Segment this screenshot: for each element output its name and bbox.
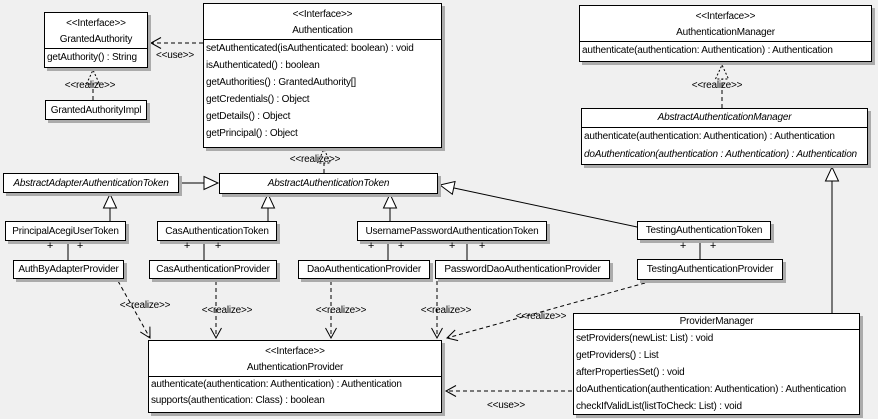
- class-name: AuthenticationManager: [676, 27, 775, 38]
- use-label: <<use>>: [155, 50, 195, 61]
- class-name: DaoAuthenticationProvider: [307, 264, 421, 275]
- class-name: UsernamePasswordAuthenticationToken: [365, 225, 539, 237]
- class-name: AbstractAuthenticationToken: [267, 178, 390, 189]
- class-box-authentication-manager: <<Interface>> AuthenticationManager auth…: [579, 5, 872, 62]
- class-name: AbstractAuthenticationManager: [657, 112, 792, 123]
- class-box-password-dao-authentication-provider: PasswordDaoAuthenticationProvider: [435, 260, 610, 279]
- method: authenticate(authentication: Authenticat…: [584, 131, 835, 142]
- association-end-plus: +: [46, 240, 54, 252]
- class-name: PasswordDaoAuthenticationProvider: [444, 264, 601, 275]
- class-box-abstract-authentication-manager: AbstractAuthenticationManager authentica…: [581, 108, 868, 165]
- method: supports(authentication: Class) : boolea…: [151, 395, 325, 406]
- association-end-plus: +: [397, 240, 405, 252]
- association-end-plus: +: [448, 240, 456, 252]
- class-name: GrantedAuthority: [59, 34, 133, 45]
- method: setProviders(newList: List) : void: [576, 333, 714, 344]
- class-name: TestingAuthenticationToken: [645, 225, 763, 236]
- method: setAuthenticated(isAuthenticated: boolea…: [206, 43, 414, 54]
- method: afterPropertiesSet() : void: [576, 367, 685, 378]
- association-end-plus: +: [709, 240, 717, 252]
- stereotype-label: <<Interface>>: [292, 9, 353, 20]
- class-box-abstract-adapter-authentication-token: AbstractAdapterAuthenticationToken: [3, 173, 179, 193]
- method: doAuthentication(authentication : Authen…: [584, 149, 857, 160]
- association-end-plus: +: [478, 240, 486, 252]
- method: getPrincipal() : Object: [206, 128, 298, 139]
- class-box-abstract-authentication-token: AbstractAuthenticationToken: [219, 173, 438, 194]
- method: authenticate(authentication: Authenticat…: [151, 379, 402, 390]
- class-name: CasAuthenticationToken: [165, 225, 269, 237]
- stereotype-label: <<Interface>>: [265, 346, 325, 357]
- class-name: CasAuthenticationProvider: [156, 264, 270, 275]
- method: authenticate(authentication: Authenticat…: [582, 45, 833, 56]
- association-end-plus: +: [183, 240, 191, 252]
- method: getDetails() : Object: [206, 111, 291, 122]
- realize-label: <<realize>>: [64, 80, 116, 91]
- class-box-testing-authentication-provider: TestingAuthenticationProvider: [637, 259, 783, 280]
- association-end-plus: +: [214, 240, 222, 252]
- class-name: PrincipalAcegiUserToken: [12, 225, 119, 237]
- class-box-authentication: <<Interface>> Authentication setAuthenti…: [203, 3, 442, 148]
- class-box-authentication-provider: <<Interface>> AuthenticationProvider aut…: [148, 340, 442, 413]
- method: doAuthentication(authentication: Authent…: [576, 384, 846, 395]
- class-name: AuthByAdapterProvider: [18, 264, 119, 275]
- class-box-provider-manager: ProviderManager setProviders(newList: Li…: [573, 313, 860, 415]
- realize-label: <<realize>>: [420, 305, 472, 316]
- class-name: GrantedAuthorityImpl: [50, 104, 142, 116]
- class-name: Authentication: [292, 25, 353, 36]
- realize-label: <<realize>>: [119, 300, 171, 311]
- realize-label: <<realize>>: [289, 154, 341, 165]
- class-name: AuthenticationProvider: [246, 362, 344, 373]
- class-box-username-password-authentication-token: UsernamePasswordAuthenticationToken: [357, 221, 547, 241]
- method: getCredentials() : Object: [206, 94, 310, 105]
- realize-label: <<realize>>: [315, 305, 367, 316]
- class-box-auth-by-adapter-provider: AuthByAdapterProvider: [13, 260, 124, 279]
- class-box-granted-authority-impl: GrantedAuthorityImpl: [45, 100, 147, 120]
- class-box-dao-authentication-provider: DaoAuthenticationProvider: [298, 260, 430, 279]
- association-end-plus: +: [76, 240, 84, 252]
- class-name: TestingAuthenticationProvider: [646, 264, 774, 275]
- class-box-granted-authority: <<Interface>> GrantedAuthority getAuthor…: [44, 12, 148, 68]
- association-end-plus: +: [367, 240, 375, 252]
- realize-label: <<realize>>: [201, 305, 253, 316]
- method: isAuthenticated() : boolean: [206, 60, 320, 71]
- class-name: ProviderManager: [679, 316, 754, 327]
- class-box-testing-authentication-token: TestingAuthenticationToken: [637, 221, 771, 240]
- class-box-cas-authentication-provider: CasAuthenticationProvider: [149, 260, 277, 279]
- use-label: <<use>>: [486, 400, 526, 411]
- class-box-principal-acegi-user-token: PrincipalAcegiUserToken: [5, 221, 126, 241]
- method: getProviders() : List: [576, 350, 659, 361]
- method: checkIfValidList(listToCheck: List) : vo…: [576, 401, 742, 412]
- method: getAuthority() : String: [47, 52, 137, 63]
- realize-label: <<realize>>: [515, 311, 567, 322]
- class-name: AbstractAdapterAuthenticationToken: [13, 177, 169, 189]
- realize-label: <<realize>>: [691, 80, 743, 91]
- class-box-cas-authentication-token: CasAuthenticationToken: [157, 221, 277, 241]
- stereotype-label: <<Interface>>: [66, 18, 126, 29]
- association-end-plus: +: [679, 240, 687, 252]
- stereotype-label: <<Interface>>: [695, 11, 756, 22]
- method: getAuthorities() : GrantedAuthority[]: [206, 77, 356, 88]
